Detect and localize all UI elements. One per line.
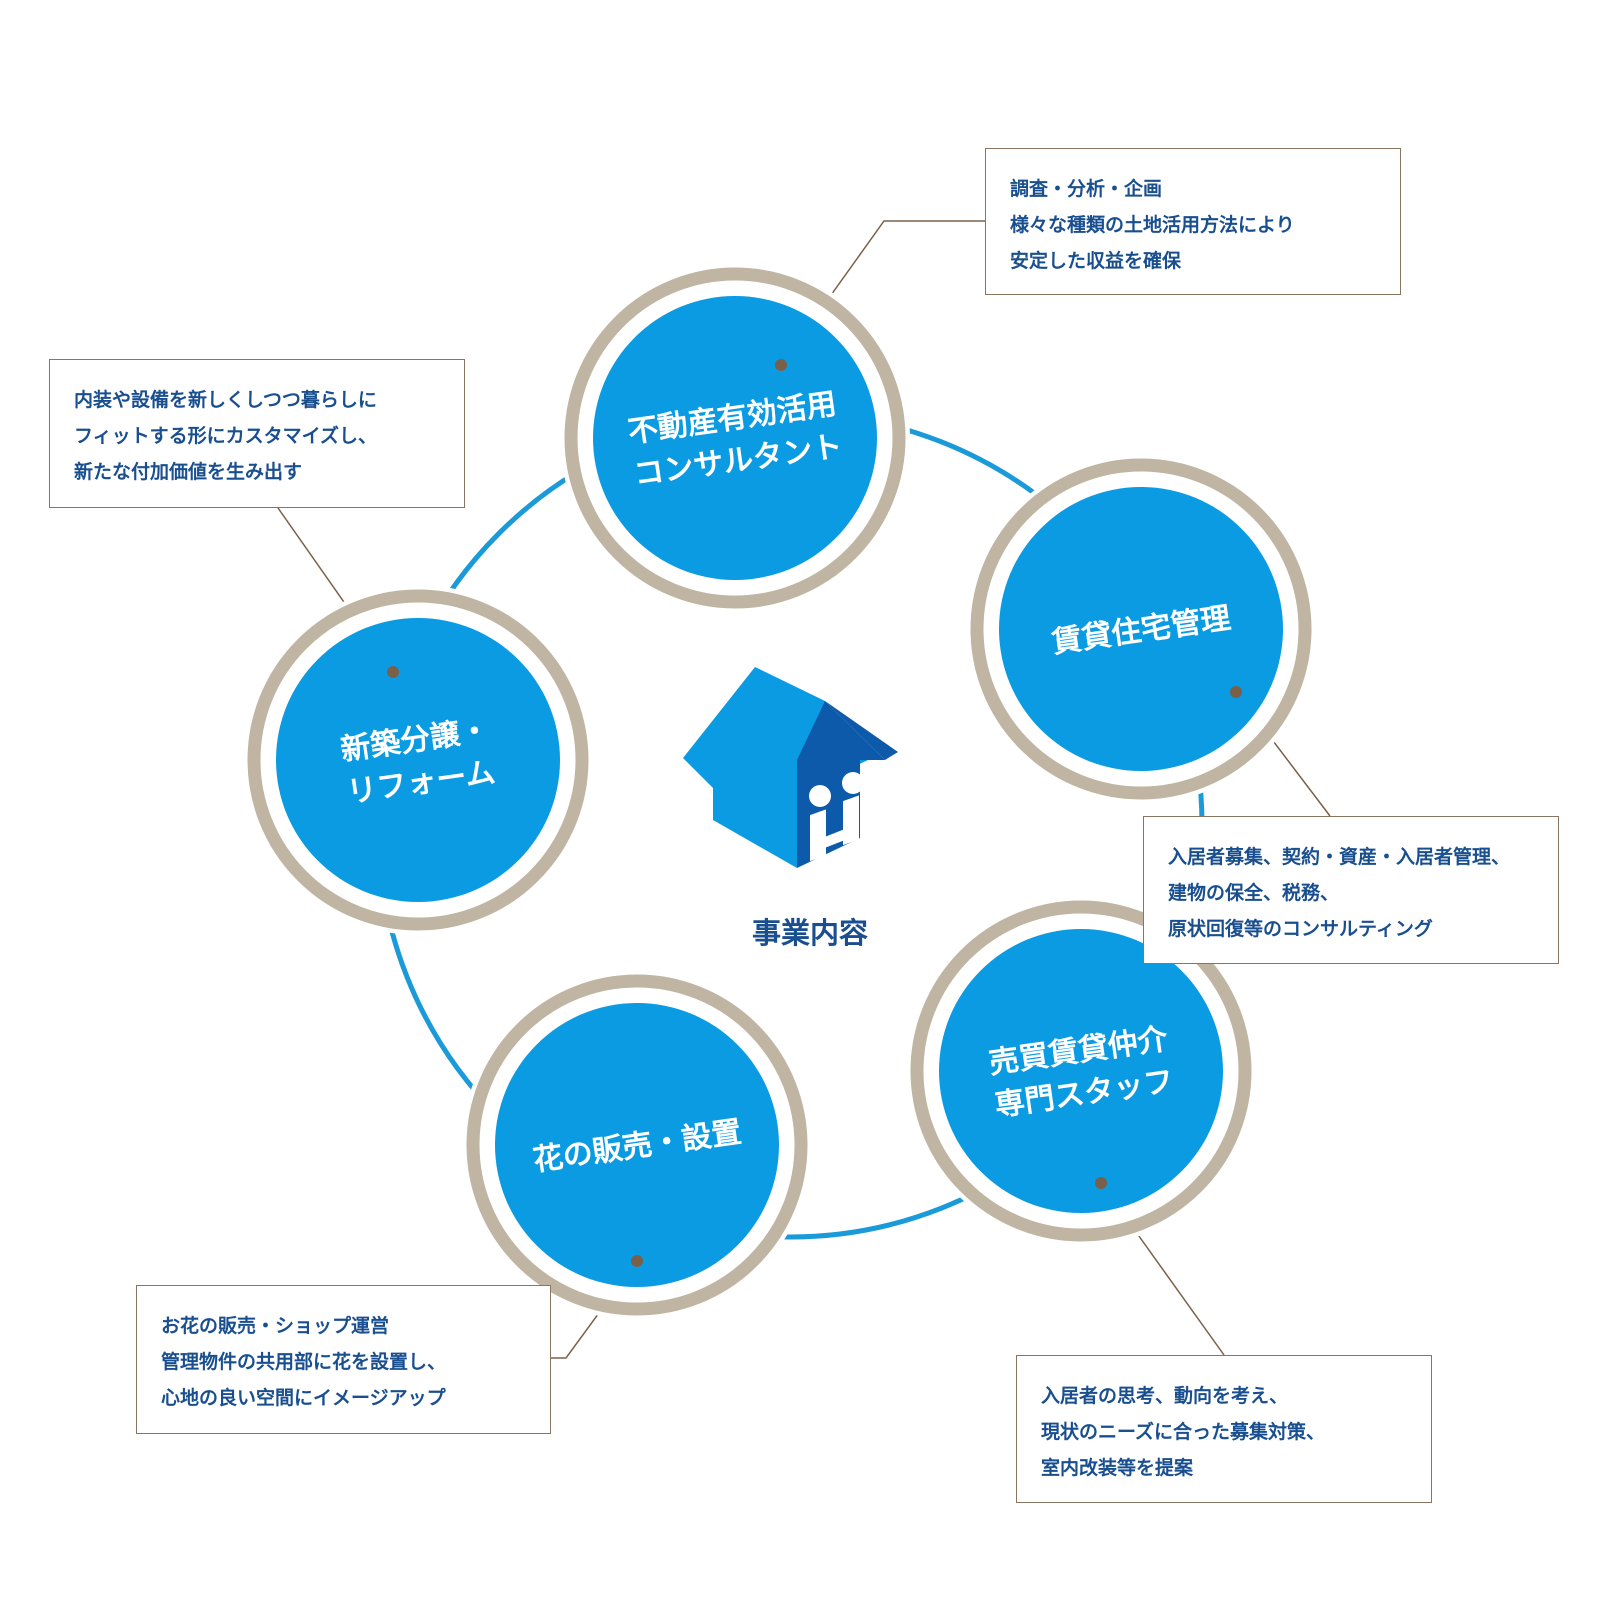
leader-dot [1095,1177,1107,1189]
node-ring [970,458,1312,800]
node-new-build: 新築分譲・リフォーム [243,585,593,935]
callout-new-build: 内装や設備を新しくしつつ暮らしに フィットする形にカスタマイズし、 新たな付加価… [49,359,465,508]
callout-line: 室内改装等を提案 [1041,1457,1194,1479]
callout-line: 建物の保全、税務、 [1168,882,1340,904]
callout-consulting: 調査・分析・企画 様々な種類の土地活用方法により 安定した収益を確保 [985,148,1401,295]
node-flowers: 花の販売・設置 [462,970,812,1320]
node-ring [564,267,906,609]
callout-line: 内装や設備を新しくしつつ暮らしに [74,389,377,411]
callout-line: 新たな付加価値を生み出す [74,461,303,483]
callout-flowers: お花の販売・ショップ運営 管理物件の共用部に花を設置し、 心地の良い空間にイメー… [136,1285,551,1434]
leader-dot [775,359,787,371]
house-logo-icon [683,667,898,868]
node-rental-management: 賃貸住宅管理 [966,454,1316,804]
node-consulting: 不動産有効活用コンサルタント [560,263,910,613]
leader-dot [631,1255,643,1267]
node-disc [939,929,1223,1213]
callout-line: お花の販売・ショップ運営 [161,1315,390,1337]
callout-rental-management: 入居者募集、契約・資産・入居者管理、 建物の保全、税務、 原状回復等のコンサルテ… [1143,816,1559,964]
callout-line: 心地の良い空間にイメージアップ [161,1387,446,1409]
callout-line: 入居者の思考、動向を考え、 [1041,1385,1289,1407]
node-disc [593,296,877,580]
callout-line: 調査・分析・企画 [1010,178,1163,200]
leader-dot [1230,686,1242,698]
node-brokerage: 売買賃貸仲介専門スタッフ [906,896,1256,1246]
node-ring [910,900,1252,1242]
callout-line: 入居者募集、契約・資産・入居者管理、 [1168,846,1511,868]
callout-brokerage: 入居者の思考、動向を考え、 現状のニーズに合った募集対策、 室内改装等を提案 [1016,1355,1432,1503]
node-layer: 不動産有効活用コンサルタント賃貸住宅管理売買賃貸仲介専門スタッフ花の販売・設置新… [243,263,1316,1320]
callout-line: 現状のニーズに合った募集対策、 [1041,1421,1326,1443]
node-ring [466,974,808,1316]
node-disc [495,1003,779,1287]
center-label: 事業内容 [751,916,868,950]
callout-line: フィットする形にカスタマイズし、 [74,425,378,447]
callout-line: 原状回復等のコンサルティング [1168,918,1433,940]
leader-dot [387,666,399,678]
callout-line: 様々な種類の土地活用方法により [1010,214,1295,236]
node-ring [247,589,589,931]
node-disc [276,618,560,902]
callout-line: 管理物件の共用部に花を設置し、 [161,1351,447,1373]
node-disc [999,487,1283,771]
callout-line: 安定した収益を確保 [1010,250,1182,272]
